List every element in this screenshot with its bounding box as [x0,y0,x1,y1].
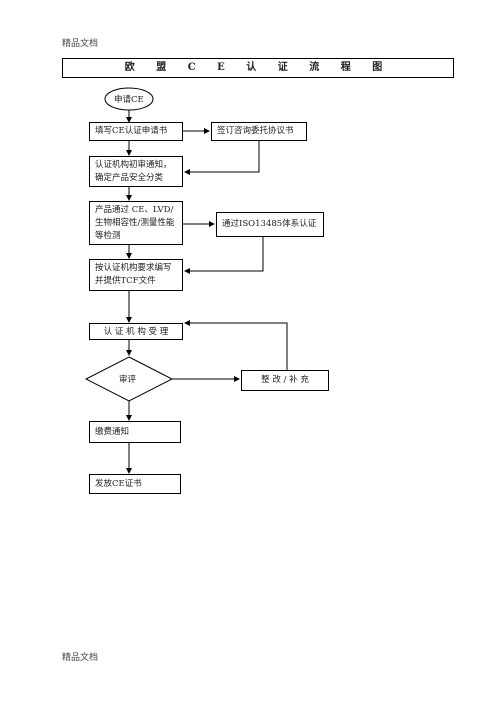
step-initial-review: 认证机构初审通知，确定产品安全分类 [89,156,183,187]
start-label: 申请CE [114,95,144,105]
step-rectify: 整 改 / 补 充 [241,370,329,391]
step-iso-cert: 通过ISO13485体系认证 [216,212,324,237]
page-header: 精品文档 [62,39,99,49]
step-product-tests: 产品通过 CE、LVD/生物相容性/测量性能等检测 [89,201,183,245]
step-fill-application: 填写CE认证申请书 [89,122,183,141]
page-title: 欧 盟 C E 认 证 流 程 图 [62,58,454,78]
step-sign-agreement: 签订咨询委托协议书 [211,122,307,141]
step-issue: 发放CE证书 [89,474,181,494]
page-footer: 精品文档 [62,653,99,663]
review-diamond [84,356,174,402]
review-label: 审评 [119,375,137,385]
step-tcf: 按认证机构要求编写并提供TCF文件 [89,259,183,291]
step-accept: 认 证 机 构 受 理 [89,323,183,340]
step-fee-notice: 缴费通知 [89,421,181,443]
